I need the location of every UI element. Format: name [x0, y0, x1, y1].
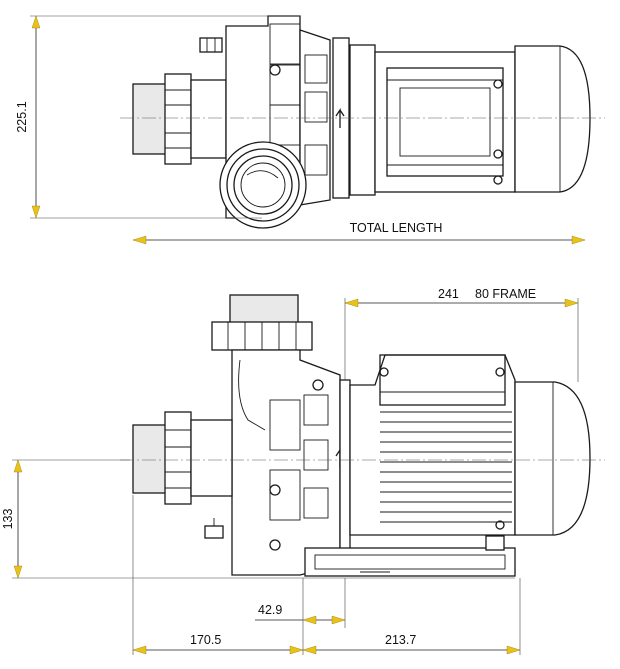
dimension-motor-length: 241 80 FRAME — [344, 287, 579, 382]
dimension-total-length: TOTAL LENGTH — [132, 221, 586, 245]
label-motor-length: 241 — [438, 287, 459, 301]
dimension-top-height: 225.1 — [15, 15, 300, 219]
label-shaft-height: 133 — [1, 509, 15, 530]
motor-cooling-fins — [380, 411, 512, 523]
top-view — [120, 15, 605, 229]
dimension-bottom-lengths: 170.5 213.7 — [132, 495, 521, 655]
dimension-shaft-height: 133 — [1, 459, 515, 579]
label-motor-base-length: 213.7 — [385, 633, 416, 647]
label-top-view-height: 225.1 — [15, 101, 29, 132]
label-frame-size: 80 FRAME — [475, 287, 536, 301]
side-view — [120, 294, 605, 577]
label-pump-length: 170.5 — [190, 633, 221, 647]
label-flange-offset: 42.9 — [258, 603, 282, 617]
label-total-length: TOTAL LENGTH — [350, 221, 443, 235]
dimension-flange-offset: 42.9 — [255, 578, 346, 628]
